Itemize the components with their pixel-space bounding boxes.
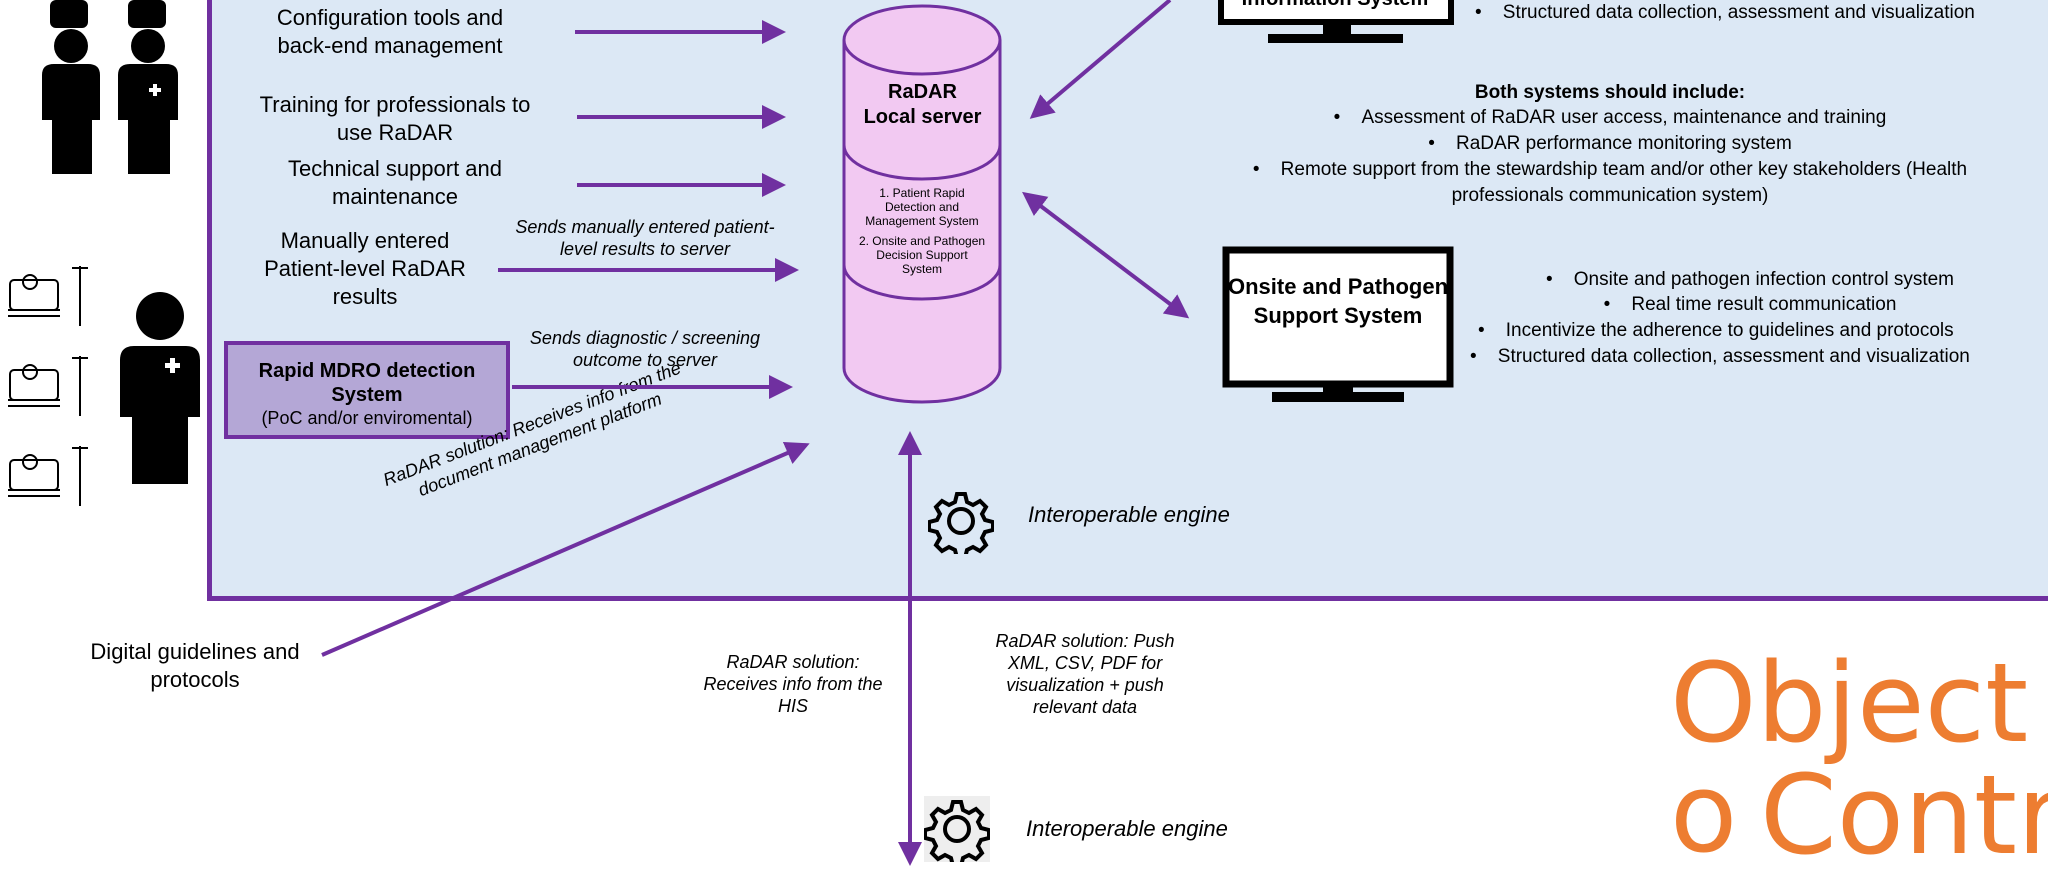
manual-results-label: Manually entered Patient-level RaDAR res…	[264, 228, 466, 309]
top-monitor-label: Information System	[1220, 0, 1450, 11]
onsite-monitor-label: Onsite and Pathogen Support System	[1227, 274, 1449, 328]
his-arrow-note: RaDAR solution: Receives info from the H…	[703, 652, 883, 716]
server-item-2: 2. Onsite and Pathogen Decision Support …	[858, 234, 986, 276]
onsite-bullet-1: • Onsite and pathogen infection control …	[1545, 269, 1954, 290]
both-item-2: • RaDAR performance monitoring system	[1428, 133, 1792, 154]
config-label: Configuration tools and back-end managem…	[276, 5, 504, 58]
push-arrow-note: RaDAR solution: Push XML, CSV, PDF for v…	[995, 631, 1175, 717]
engine-label-upper: Interoperable engine	[1028, 502, 1230, 527]
server-cylinder-icon	[842, 4, 1002, 404]
staff-people-icon	[42, 0, 178, 174]
watermark-line-1: Object o	[1670, 639, 2029, 877]
gear-icon	[924, 796, 990, 862]
mdro-detection-box: Rapid MDRO detection System (PoC and/or …	[224, 341, 510, 439]
onsite-bullet-2: • Real time result communication	[1603, 294, 1897, 315]
server-item-1: 1. Patient Rapid Detection and Managemen…	[865, 186, 979, 228]
arrow-onsite-monitor	[1022, 191, 1190, 319]
manual-arrow-note: Sends manually entered patient-level res…	[515, 217, 775, 259]
top-monitor-icon	[1218, 0, 1454, 43]
gear-icon	[928, 492, 994, 554]
both-item-1: • Assessment of RaDAR user access, maint…	[1333, 107, 1887, 128]
guidelines-label: Digital guidelines and protocols	[90, 639, 300, 692]
onsite-bullet-4: • Structured data collection, assessment…	[1470, 346, 1970, 367]
both-systems-heading: Both systems should include:	[1474, 82, 1746, 103]
arrow-document	[321, 441, 810, 657]
mdro-title: Rapid MDRO detection System	[258, 360, 476, 406]
diagnostic-arrow-note: Sends diagnostic / screening outcome to …	[529, 328, 761, 370]
hospital-bed-icon	[8, 266, 88, 506]
both-item-3: • Remote support from the stewardship te…	[1252, 159, 1968, 206]
top-monitor-bullet: • Structured data collection, assessment…	[1475, 2, 1975, 23]
arrow-top-monitor	[1029, 0, 1172, 119]
onsite-bullet-3: • Incentivize the adherence to guideline…	[1478, 320, 1954, 341]
nurse-icon	[120, 292, 200, 484]
training-label: Training for professionals to use RaDAR	[259, 92, 531, 145]
support-label: Technical support and maintenance	[287, 156, 503, 209]
mdro-subtitle: (PoC and/or enviromental)	[261, 408, 473, 428]
server-title: RaDAR Local server	[863, 81, 982, 128]
onsite-monitor-icon	[1222, 246, 1454, 402]
watermark-line-2: Contro	[1760, 751, 2048, 879]
engine-label-lower: Interoperable engine	[1026, 816, 1228, 841]
